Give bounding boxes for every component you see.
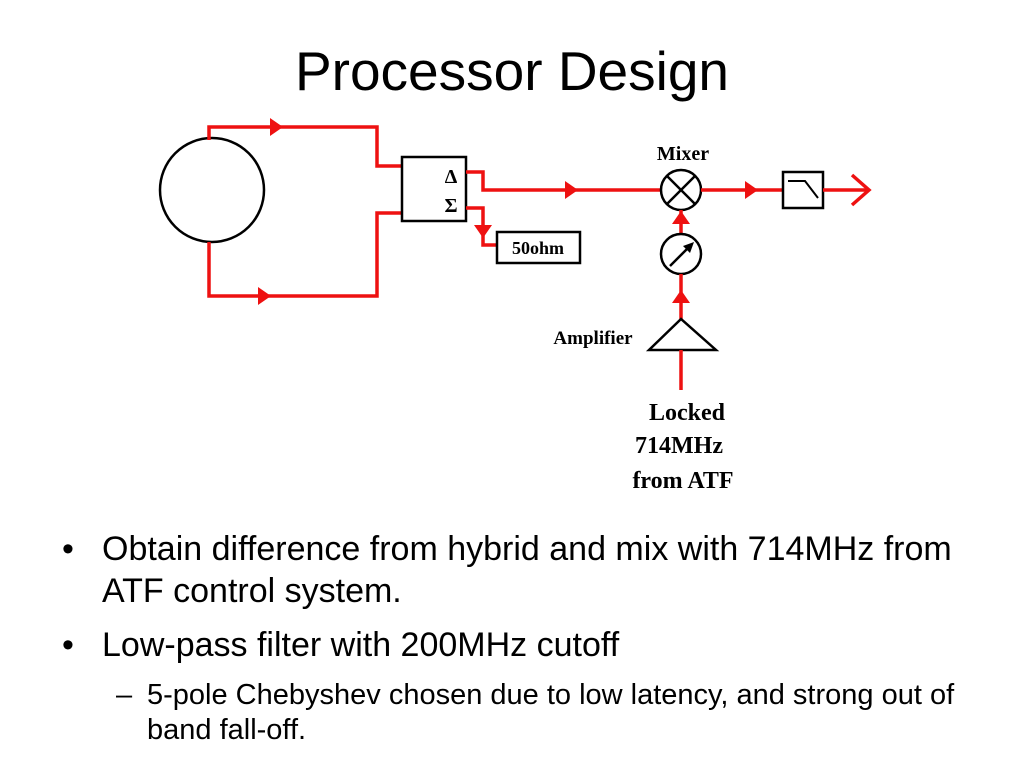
source-label-line-3: from ATF [632,468,733,494]
lowpass-filter-box [781,170,825,210]
amplifier-label: Amplifier [553,328,633,349]
hybrid-delta-symbol: Δ [445,166,458,188]
upper-signal-wire [207,125,402,168]
amp-to-phase-arrow [672,290,690,303]
bullet-item: • Low-pass filter with 200MHz cutoff [58,624,958,666]
phase-to-mixer-arrow [672,211,690,224]
bullet-list: • Obtain difference from hybrid and mix … [58,528,958,748]
bullet-marker: • [62,530,74,568]
block-diagram: .w { stroke: #ee1111; stroke-width: 3.5;… [158,118,872,494]
hybrid-box [400,155,468,223]
sub-bullet-marker: – [116,679,133,711]
upper-wire-arrow [270,118,283,136]
source-label-line-1: Locked [649,400,726,426]
sub-bullet-text: 5-pole Chebyshev chosen due to low laten… [147,679,955,746]
slide-title: Processor Design [294,40,730,102]
bullet-text: Low-pass filter with 200MHz cutoff [102,626,620,664]
output-arrow-icon [850,173,872,207]
amplifier-icon [645,317,720,352]
hybrid-sigma-symbol: Σ [444,195,457,217]
termination-label: 50ohm [512,238,564,258]
phase-shifter-arrow-head [683,242,694,253]
bullet-marker: • [62,626,74,664]
delta-output-wire [466,170,660,192]
bullet-item: • Obtain difference from hybrid and mix … [58,528,958,612]
lowpass-filter-icon [788,180,819,199]
termination-box [495,230,582,265]
mixer-label: Mixer [657,143,709,165]
mixer-output-arrow [745,181,758,199]
source-label-line-2: 714MHz [635,433,723,459]
sigma-wire-arrow [474,225,492,238]
bullet-text: Obtain difference from hybrid and mix wi… [102,530,952,610]
lower-wire-arrow [258,287,271,305]
pickup-circle [158,136,266,244]
delta-wire-arrow [565,181,578,199]
lower-signal-wire [207,211,402,298]
mixer-cross-2 [666,175,696,205]
sub-bullet-item: – 5-pole Chebyshev chosen due to low lat… [58,678,958,748]
